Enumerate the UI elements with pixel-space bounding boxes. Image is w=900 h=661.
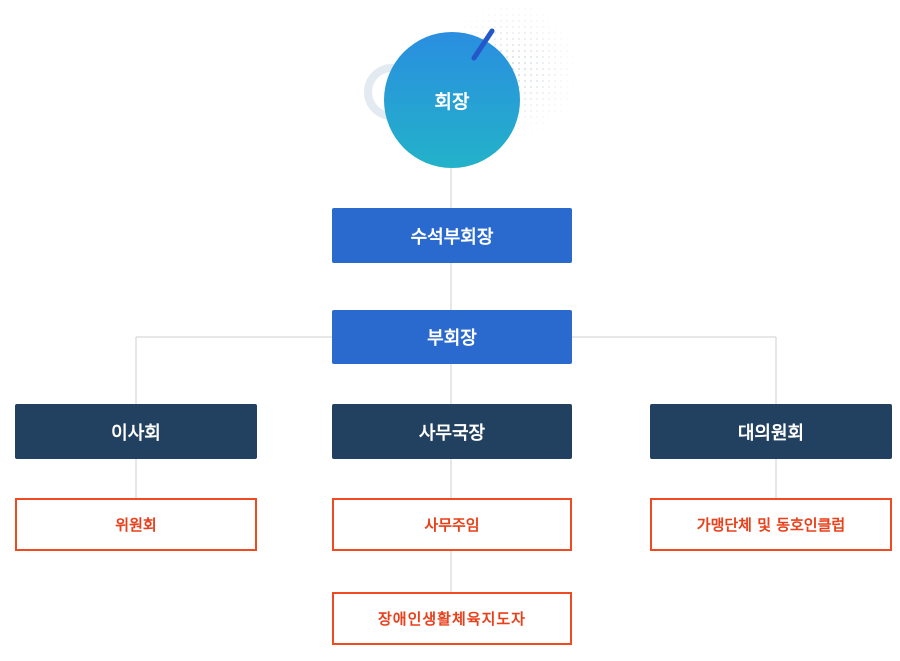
- member-clubs-label: 가맹단체 및 동호인클럽: [696, 516, 846, 534]
- sports-instructor-node: 장애인생활체육지도자: [332, 592, 572, 645]
- accent-stroke-decoration: [471, 28, 495, 61]
- chairman-node: 회장: [384, 32, 520, 168]
- board-node: 이사회: [15, 404, 257, 459]
- secretariat-node: 사무국장: [332, 404, 572, 459]
- board-label: 이사회: [111, 422, 161, 444]
- vice-chairman-label: 부회장: [427, 328, 477, 349]
- sports-instructor-label: 장애인생활체육지도자: [377, 610, 526, 628]
- vice-chairman-node: 부회장: [332, 310, 572, 364]
- secretariat-label: 사무국장: [418, 422, 486, 444]
- secretary-staff-node: 사무주임: [332, 498, 572, 551]
- secretary-staff-label: 사무주임: [424, 516, 480, 534]
- senior-vice-chairman-label: 수석부회장: [410, 226, 494, 248]
- council-node: 대의원회: [650, 404, 892, 459]
- committee-label: 위원회: [115, 516, 157, 534]
- committee-node: 위원회: [15, 498, 257, 551]
- council-label: 대의원회: [737, 422, 805, 444]
- member-clubs-node: 가맹단체 및 동호인클럽: [650, 498, 892, 551]
- chairman-label: 회장: [434, 90, 470, 113]
- senior-vice-chairman-node: 수석부회장: [332, 208, 572, 263]
